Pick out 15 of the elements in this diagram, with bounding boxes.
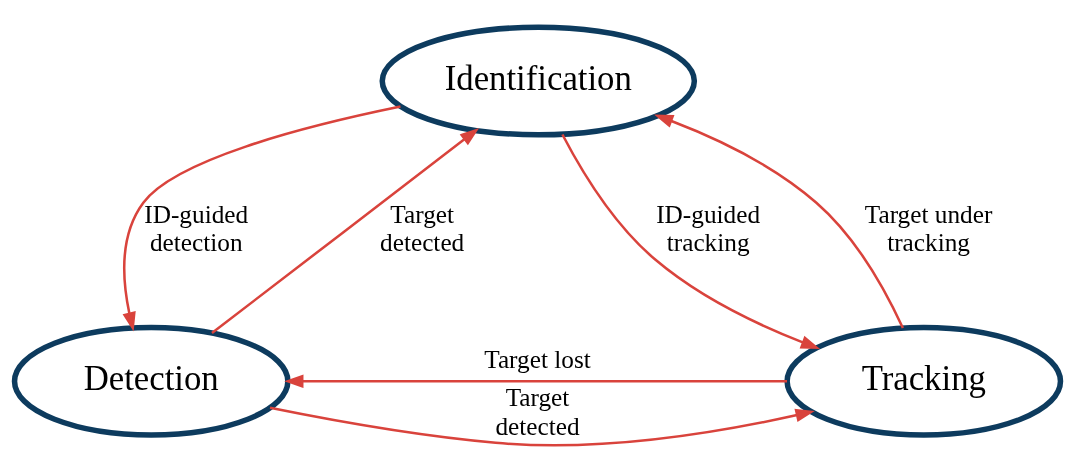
edge-label: Target detected xyxy=(495,382,580,440)
arrow xyxy=(122,104,401,331)
edge-label: Target detected xyxy=(380,199,465,256)
edge-label: Target lost xyxy=(484,344,591,373)
arrow xyxy=(269,406,815,446)
arrow xyxy=(654,114,905,329)
node-ellipse: Tracking xyxy=(784,324,1064,438)
edge-label: Target under tracking xyxy=(864,199,993,256)
edge-label: ID-guided detection xyxy=(144,199,249,256)
arrow xyxy=(561,133,821,349)
node-ellipse: Identification xyxy=(379,24,698,138)
node-ellipse: Detection xyxy=(11,324,291,438)
arrow xyxy=(284,373,788,388)
arrow xyxy=(211,127,480,334)
edge-label: ID-guided tracking xyxy=(656,199,761,256)
